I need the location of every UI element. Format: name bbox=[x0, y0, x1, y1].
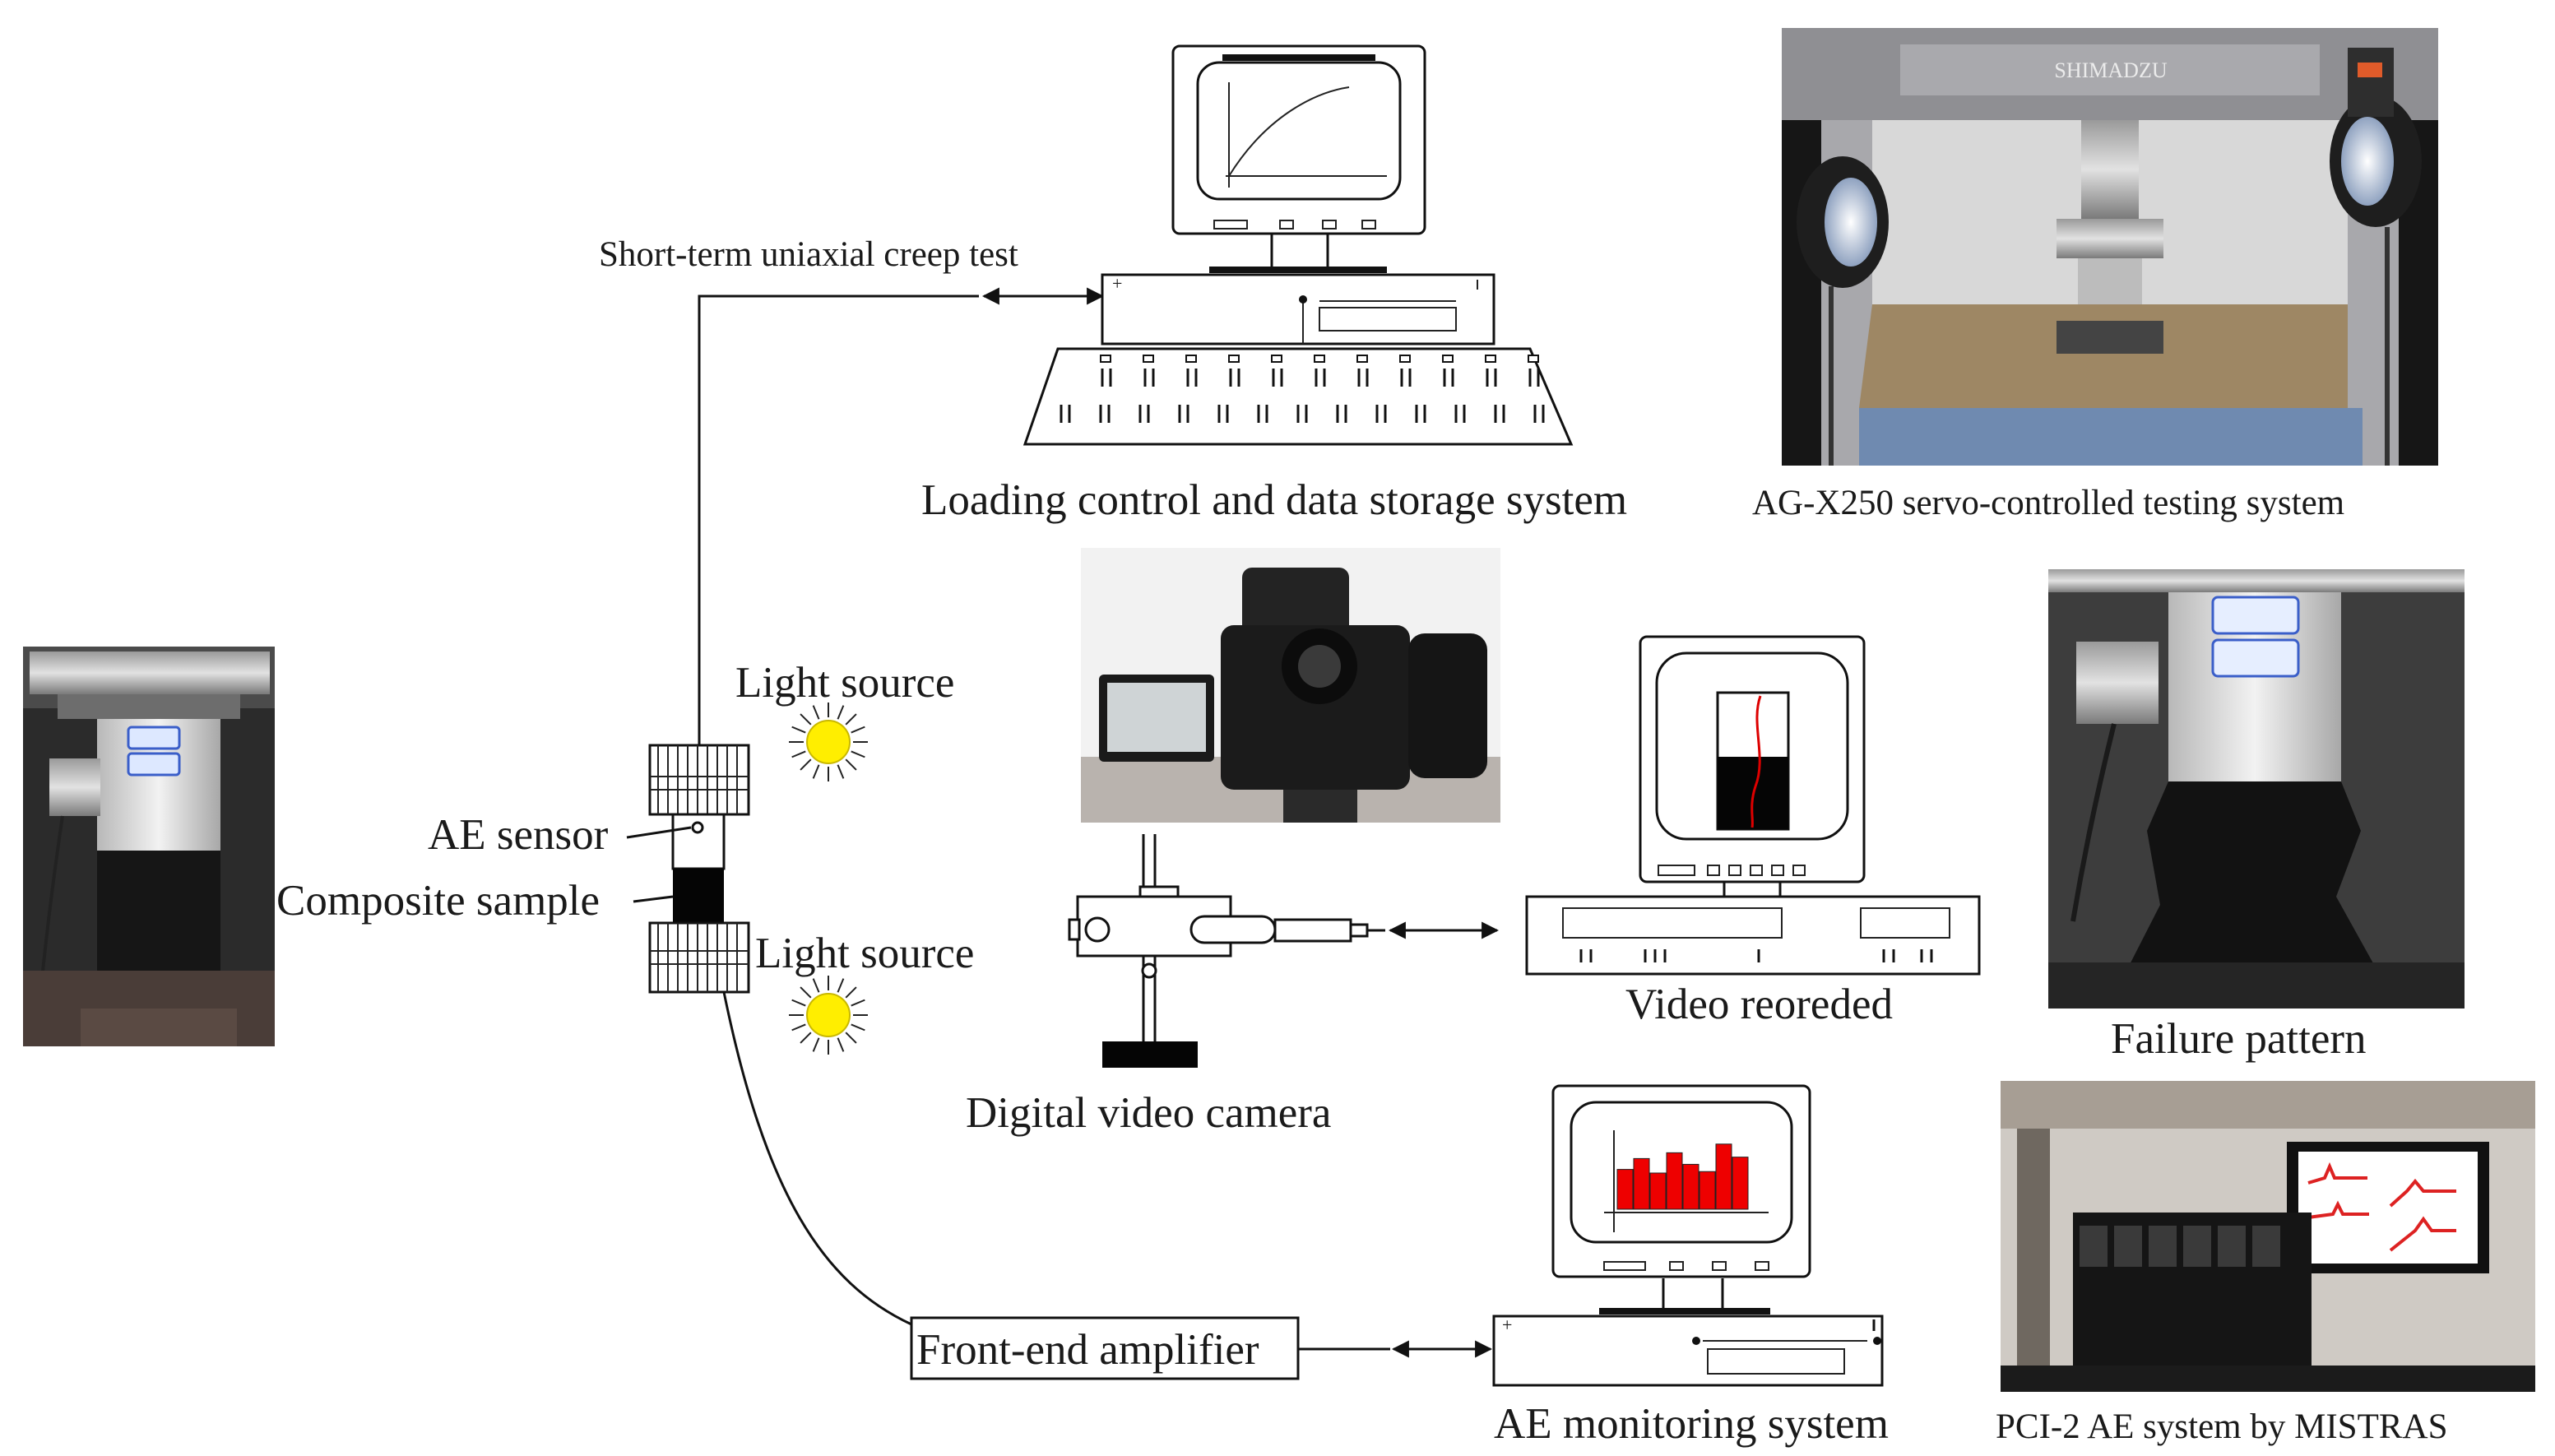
loading-control-computer: + bbox=[1022, 44, 1574, 446]
histogram-bar bbox=[1666, 1152, 1683, 1210]
keyboard-icon bbox=[1022, 347, 1574, 446]
histogram-bar bbox=[1682, 1163, 1699, 1210]
ae-sensor-marker bbox=[691, 821, 704, 834]
light-source-bottom-label: Light source bbox=[755, 930, 974, 977]
creep-connection bbox=[698, 294, 979, 745]
creep-test-label: Short-term uniaxial creep test bbox=[599, 235, 1018, 274]
composite-sample-label: Composite sample bbox=[276, 877, 600, 925]
sample-schematic bbox=[648, 744, 750, 994]
testing-machine-photo: SHIMADZU bbox=[1782, 28, 2438, 466]
histogram-bar bbox=[1732, 1157, 1749, 1210]
ae-monitoring-label: AE monitoring system bbox=[1494, 1400, 1889, 1448]
composite-leader bbox=[633, 895, 674, 903]
amplifier-connection bbox=[722, 991, 912, 1326]
histogram-bar bbox=[1699, 1171, 1716, 1210]
histogram-bar bbox=[1633, 1157, 1650, 1210]
svg-text:+: + bbox=[1502, 1315, 1512, 1335]
histogram-bar bbox=[1616, 1169, 1634, 1210]
testing-system-label: AG-X250 servo-controlled testing system bbox=[1752, 484, 2344, 522]
video-recorded-label: Video reoreded bbox=[1625, 981, 1893, 1028]
digital-camera-label: Digital video camera bbox=[966, 1089, 1331, 1137]
ae-monitoring-computer: + bbox=[1492, 1084, 1884, 1387]
failure-pattern-photo bbox=[2048, 569, 2465, 1009]
histogram-bar bbox=[1715, 1143, 1732, 1210]
ae-histogram bbox=[1616, 1143, 1749, 1210]
specimen-photo bbox=[23, 647, 275, 1046]
sun-icon bbox=[789, 976, 868, 1055]
amplifier-label: Front-end amplifier bbox=[916, 1326, 1259, 1374]
video-trace bbox=[1750, 695, 1762, 828]
svg-text:+: + bbox=[1112, 273, 1122, 294]
keyboard-keys bbox=[1060, 355, 1545, 423]
loading-system-label: Loading control and data storage system bbox=[921, 476, 1627, 524]
histogram-bar bbox=[1649, 1172, 1667, 1210]
camera-schematic bbox=[1068, 834, 1385, 1068]
ae-sensor-leader bbox=[626, 826, 692, 839]
pci2-label: PCI-2 AE system by MISTRAS bbox=[1996, 1407, 2448, 1446]
light-source-top-label: Light source bbox=[735, 659, 954, 707]
amplifier-box bbox=[910, 1316, 1300, 1380]
pci2-system-photo bbox=[2001, 1081, 2535, 1392]
ae-sensor-label: AE sensor bbox=[428, 811, 609, 859]
failure-pattern-label: Failure pattern bbox=[2111, 1015, 2367, 1063]
sun-icon bbox=[789, 702, 868, 781]
shimadzu-brand: SHIMADZU bbox=[2054, 58, 2167, 82]
camera-photo bbox=[1081, 548, 1500, 823]
video-recorder-computer bbox=[1525, 635, 1981, 976]
